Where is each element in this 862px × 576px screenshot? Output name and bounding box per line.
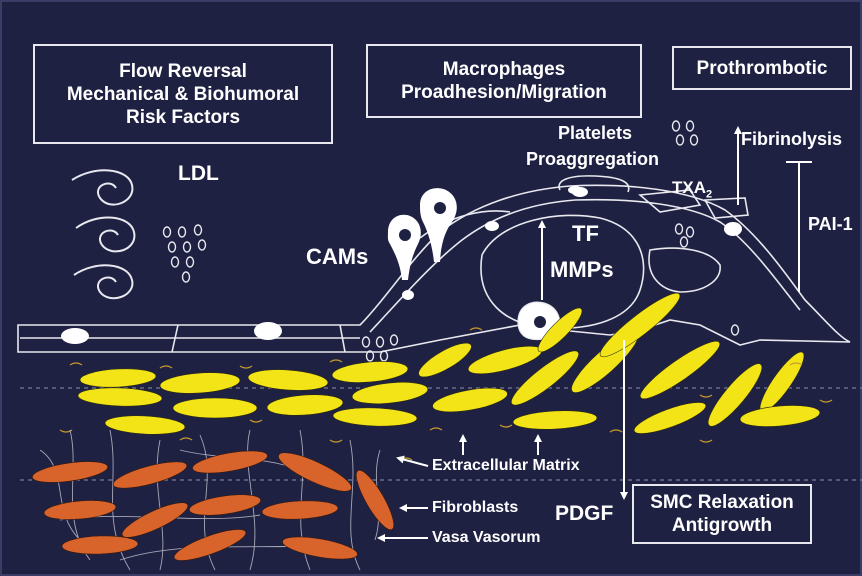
- txa-subscript: 2: [706, 188, 712, 200]
- vasa-vasorum-label: Vasa Vasorum: [432, 529, 541, 547]
- pdgf-label: PDGF: [555, 502, 613, 526]
- prothrombotic-label: Prothrombotic: [674, 57, 850, 80]
- ldl-label: LDL: [178, 162, 219, 186]
- flow-reversal-line-3: Risk Factors: [35, 106, 331, 129]
- flow-reversal-line-1: Flow Reversal: [35, 60, 331, 83]
- flow-reversal-line-2: Mechanical & Biohumoral: [35, 83, 331, 106]
- smc-relaxation-line-1: SMC Relaxation: [634, 491, 810, 514]
- tf-label: TF: [572, 221, 599, 247]
- smc-relaxation-line-2: Antigrowth: [634, 514, 810, 537]
- smc-relaxation-box: SMC Relaxation Antigrowth: [632, 484, 812, 544]
- cams-label: CAMs: [306, 244, 368, 270]
- fibroblasts-label: Fibroblasts: [432, 499, 518, 517]
- flow-reversal-box: Flow Reversal Mechanical & Biohumoral Ri…: [33, 44, 333, 144]
- txa-text: TXA: [672, 178, 706, 197]
- mmps-label: MMPs: [550, 257, 614, 283]
- txa2-label: TXA2: [672, 178, 712, 200]
- proaggregation-label: Proaggregation: [526, 149, 659, 170]
- extracellular-matrix-label: Extracellular Matrix: [432, 457, 580, 475]
- prothrombotic-box: Prothrombotic: [672, 46, 852, 90]
- macrophages-line-2: Proadhesion/Migration: [368, 81, 640, 104]
- pai1-label: PAI-1: [808, 214, 853, 235]
- platelets-label: Platelets: [558, 123, 632, 144]
- fibrinolysis-label: Fibrinolysis: [741, 129, 842, 150]
- macrophages-box: Macrophages Proadhesion/Migration: [366, 44, 642, 118]
- macrophages-line-1: Macrophages: [368, 58, 640, 81]
